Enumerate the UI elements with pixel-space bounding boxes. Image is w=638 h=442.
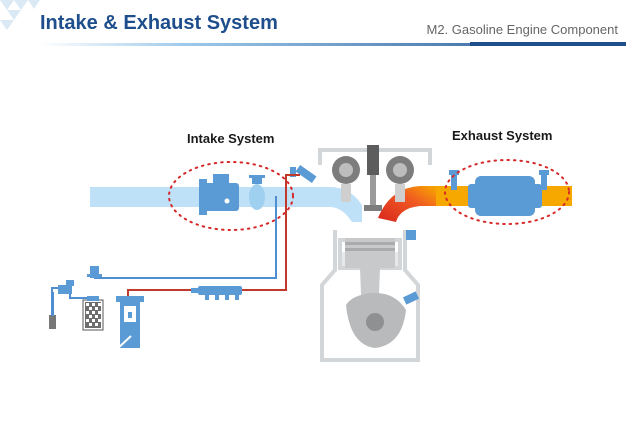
intake-system-label: Intake System	[187, 131, 275, 146]
page-title: Intake & Exhaust System	[40, 12, 278, 34]
purge-valve	[87, 266, 102, 278]
knock-sensor	[402, 291, 420, 305]
fuel-line	[127, 174, 300, 300]
piston	[345, 238, 395, 268]
cam-left	[332, 156, 360, 202]
coolant-sensor	[406, 230, 416, 240]
cam-right	[386, 156, 414, 202]
intake-highlight	[168, 161, 294, 231]
fuel-pump	[115, 296, 144, 351]
signal-line	[94, 196, 277, 279]
oxygen-sensor-rear	[539, 170, 549, 190]
exhaust-system-label: Exhaust System	[452, 128, 553, 143]
filter-element	[49, 292, 56, 329]
charcoal-canister	[82, 296, 104, 331]
fuel-rail	[191, 286, 242, 300]
throttle-body	[199, 174, 265, 215]
header-underline-dark	[470, 42, 626, 46]
page-subtitle: M2. Gasoline Engine Component	[426, 22, 618, 37]
pressure-sensor	[58, 280, 74, 294]
header-underline	[40, 43, 626, 46]
header-triangles	[0, 0, 40, 30]
exhaust-highlight	[444, 159, 570, 225]
fuel-injector	[290, 164, 317, 184]
spark-plug	[364, 145, 382, 211]
catalytic-converter	[468, 176, 542, 216]
oxygen-sensor-front	[449, 170, 459, 190]
connecting-rod	[346, 268, 406, 348]
